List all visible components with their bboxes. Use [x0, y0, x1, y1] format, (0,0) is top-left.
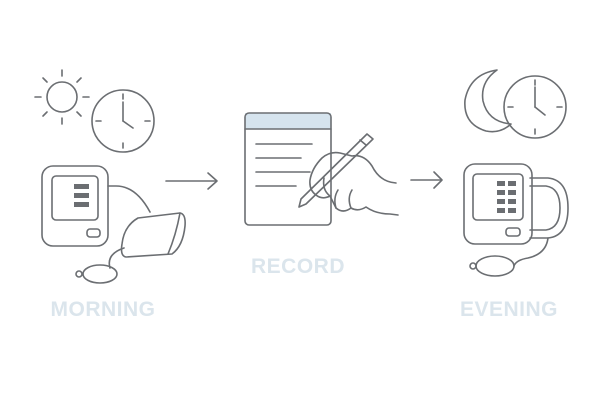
sun-icon	[34, 69, 90, 125]
blood-pressure-monitor-icon	[463, 163, 569, 277]
arrow-right-icon	[165, 172, 218, 190]
step-label-record: RECORD	[250, 255, 345, 278]
step-label-morning: MORNING	[50, 298, 156, 321]
arrow-right-icon	[410, 171, 443, 189]
moon-icon	[464, 69, 512, 133]
clock-icon	[503, 75, 567, 139]
step-label-evening: EVENING	[459, 298, 559, 321]
hand-writing-icon	[298, 133, 399, 216]
notepad-icon	[244, 112, 332, 226]
clock-icon	[91, 89, 155, 153]
blood-pressure-monitor-icon	[41, 165, 186, 284]
